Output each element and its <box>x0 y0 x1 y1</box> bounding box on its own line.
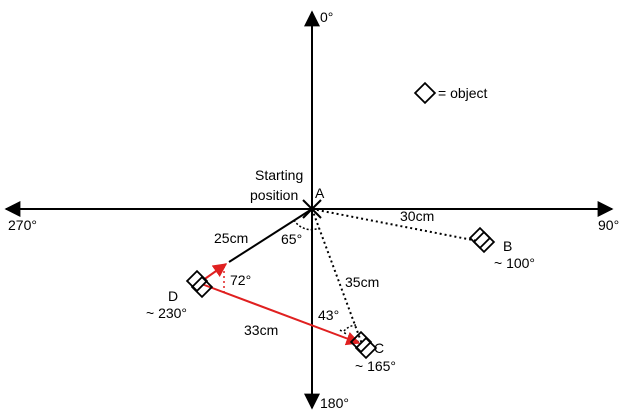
distance-label-a-d: 25cm <box>214 230 248 246</box>
angle-arc-c <box>343 324 357 332</box>
heading-label-c: ~ 165° <box>355 358 396 374</box>
compass-label-bottom: 180° <box>320 395 349 411</box>
route-arrow-d-to-c <box>198 282 361 346</box>
compass-label-right: 90° <box>598 217 619 233</box>
start-x-mark <box>302 199 322 219</box>
heading-label-d: ~ 230° <box>146 305 187 321</box>
bearing-line-a-b <box>311 208 484 243</box>
distance-label-a-c: 35cm <box>345 274 379 290</box>
legend: = object <box>413 81 488 105</box>
distance-label-d-c: 33cm <box>244 322 278 338</box>
object-diamond-b <box>468 226 496 254</box>
heading-label-b: ~ 100° <box>494 255 535 271</box>
angle-label-c: 43° <box>318 307 339 323</box>
object-diamond-d <box>185 269 214 299</box>
start-label-line2: position <box>250 187 298 203</box>
legend-diamond-icon <box>413 81 437 105</box>
bearing-line-a-c <box>311 208 363 345</box>
object-label-d: D <box>168 288 178 304</box>
legend-text: = object <box>438 85 488 101</box>
start-label-line1: Starting <box>255 167 303 183</box>
angle-arc-a <box>293 219 320 231</box>
angle-label-a: 65° <box>281 231 302 247</box>
distance-label-a-b: 30cm <box>400 208 434 224</box>
object-label-c: C <box>374 340 384 356</box>
angle-label-d: 72° <box>230 272 251 288</box>
object-label-b: B <box>503 238 512 254</box>
point-label-a: A <box>315 185 325 201</box>
path-line-a-d <box>228 208 313 263</box>
object-diamond-c <box>349 330 378 360</box>
compass-label-top: 0° <box>320 9 333 25</box>
compass-label-left: 270° <box>8 217 37 233</box>
